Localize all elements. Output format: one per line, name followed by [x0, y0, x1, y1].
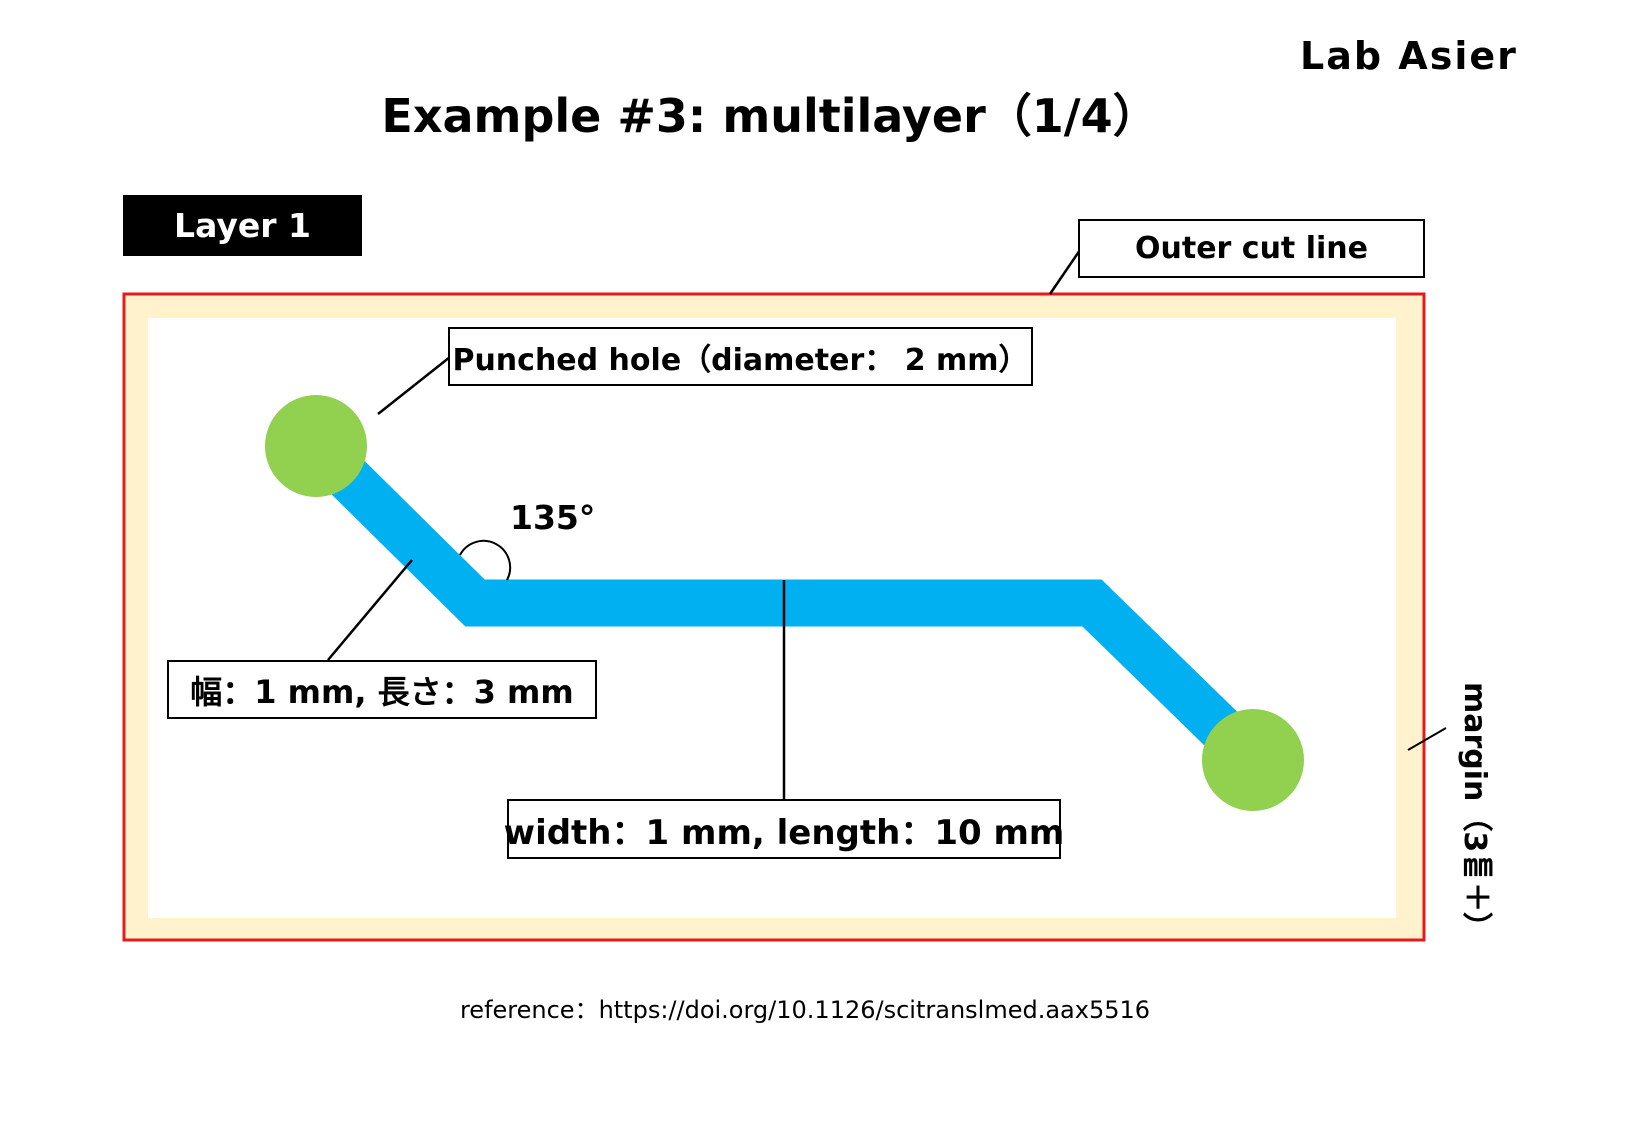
angle-arc: [459, 539, 512, 581]
outer-cut-callout: Outer cut line: [1078, 219, 1425, 278]
brand-logo: Lab Asier: [1300, 34, 1518, 78]
leader-margin: [1407, 727, 1447, 751]
margin-label: margin（3㎜＋）: [1457, 682, 1492, 943]
leader-hole: [377, 356, 451, 415]
punched-hole-left: [265, 395, 367, 497]
layer-label: Layer 1: [123, 195, 362, 256]
angle-label: 135°: [510, 498, 596, 537]
reference-text: reference：https://doi.org/10.1126/scitra…: [459, 996, 1151, 1024]
long-channel-callout: width：1 mm, length：10 mm: [504, 799, 1064, 859]
page-title: Example #3: multilayer（1/4）: [381, 89, 1159, 143]
punched-hole-callout: Punched hole（diameter： 2 mm）: [448, 327, 1033, 386]
punched-hole-right: [1202, 709, 1304, 811]
short-channel-callout: 幅：1 mm, 長さ：3 mm: [167, 660, 597, 719]
leader-short-channel: [327, 559, 413, 661]
leader-outer-cut: [1048, 249, 1082, 295]
